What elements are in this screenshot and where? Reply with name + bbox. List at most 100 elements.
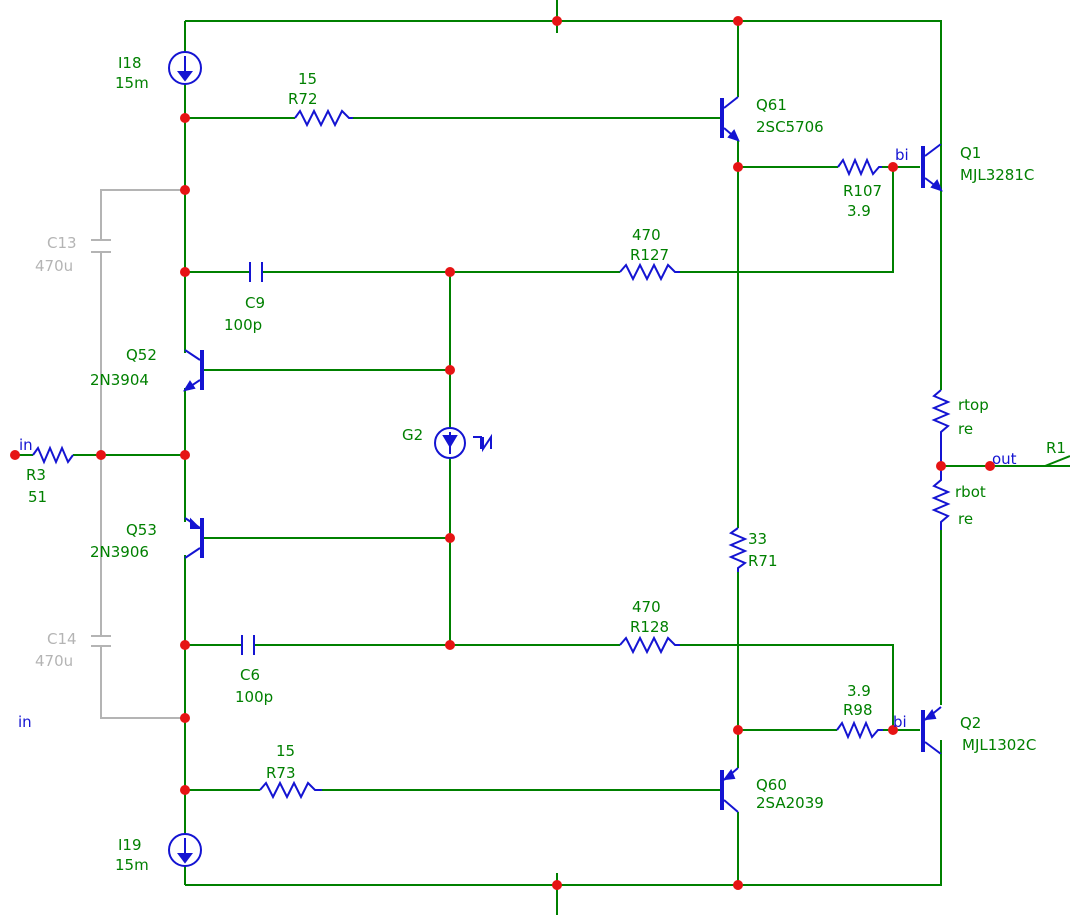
label-r128-value: 470 <box>632 598 661 616</box>
current-source-i18 <box>168 51 202 85</box>
wire-c14-branch <box>100 650 185 719</box>
label-r72-name: R72 <box>288 90 318 108</box>
label-r98-value: 3.9 <box>847 682 871 700</box>
label-r72-value: 15 <box>298 70 317 88</box>
label-net-out: out <box>992 450 1017 468</box>
label-c9-value: 100p <box>224 316 262 334</box>
resistor-rtop <box>931 389 951 466</box>
label-i18-name: I18 <box>118 54 142 72</box>
labels: I18 15m 15 R72 Q61 2SC5706 Q1 MJL3281C R… <box>18 54 1066 874</box>
label-r1-name: R1 <box>1046 439 1066 457</box>
label-i19-value: 15m <box>115 856 149 874</box>
transistor-q60 <box>720 767 739 813</box>
label-r3-name: R3 <box>26 466 46 484</box>
label-g2-name: G2 <box>402 426 423 444</box>
label-rbot-value: re <box>958 510 973 528</box>
label-rbot-name: rbot <box>955 483 986 501</box>
resistor-r128 <box>619 635 680 655</box>
label-q52-part: 2N3904 <box>90 371 149 389</box>
wires <box>15 0 1070 915</box>
label-q53-part: 2N3906 <box>90 543 149 561</box>
label-r128-name: R128 <box>630 618 669 636</box>
label-net-in-left: in <box>19 436 33 454</box>
node <box>985 461 995 471</box>
label-q53-name: Q53 <box>126 521 157 539</box>
node <box>733 725 743 735</box>
resistor-r71 <box>728 527 748 572</box>
node <box>180 640 190 650</box>
node <box>733 16 743 26</box>
node <box>445 640 455 650</box>
node <box>888 162 898 172</box>
wire-r127-right <box>680 167 894 273</box>
transistor-q53 <box>184 517 204 559</box>
wire-bottom-rail <box>185 740 942 886</box>
label-r107-value: 3.9 <box>847 202 871 220</box>
node <box>180 185 190 195</box>
label-r73-name: R73 <box>266 764 296 782</box>
label-r73-value: 15 <box>276 742 295 760</box>
node <box>445 267 455 277</box>
label-c9-name: C9 <box>245 294 265 312</box>
label-r127-name: R127 <box>630 246 669 264</box>
label-r71-value: 33 <box>748 530 767 548</box>
label-q60-name: Q60 <box>756 776 787 794</box>
junction-nodes <box>10 16 995 890</box>
label-r3-value: 51 <box>28 488 47 506</box>
transistor-q1 <box>921 21 943 192</box>
node <box>888 725 898 735</box>
label-r98-name: R98 <box>843 701 873 719</box>
label-net-bi-bottom: bi <box>893 713 907 731</box>
node <box>180 113 190 123</box>
transistor-q52 <box>182 349 204 392</box>
capacitor-c6 <box>241 635 255 655</box>
resistor-rbot <box>931 466 951 530</box>
transistor-q2 <box>921 706 942 885</box>
node <box>180 785 190 795</box>
label-q52-name: Q52 <box>126 346 157 364</box>
node <box>180 713 190 723</box>
label-q60-part: 2SA2039 <box>756 794 824 812</box>
resistor-r72 <box>294 108 353 128</box>
resistor-r98 <box>836 720 883 740</box>
label-c6-value: 100p <box>235 688 273 706</box>
resistor-r107 <box>837 157 882 177</box>
label-c6-name: C6 <box>240 666 260 684</box>
label-rtop-value: re <box>958 420 973 438</box>
label-c13-value: 470u <box>35 257 73 275</box>
label-rtop-name: rtop <box>958 396 989 414</box>
node <box>733 880 743 890</box>
wire-r1-stub <box>1044 455 1070 467</box>
label-i18-value: 15m <box>115 74 149 92</box>
node <box>552 16 562 26</box>
current-source-i19 <box>168 833 202 867</box>
label-q2-part: MJL1302C <box>962 736 1036 754</box>
wire-r128-right <box>680 644 894 730</box>
node <box>445 365 455 375</box>
label-q1-part: MJL3281C <box>960 166 1034 184</box>
capacitor-c9 <box>249 262 263 282</box>
label-c14-name: C14 <box>47 630 77 648</box>
label-r71-name: R71 <box>748 552 778 570</box>
capacitor-c13 <box>91 235 111 258</box>
label-r127-value: 470 <box>632 226 661 244</box>
resistor-r127 <box>619 262 680 282</box>
node <box>180 267 190 277</box>
label-q61-part: 2SC5706 <box>756 118 824 136</box>
node <box>10 450 20 460</box>
label-c14-value: 470u <box>35 652 73 670</box>
node <box>180 450 190 460</box>
current-source-g2 <box>434 427 492 459</box>
resistor-r3 <box>32 445 74 465</box>
node <box>445 533 455 543</box>
label-q1-name: Q1 <box>960 144 981 162</box>
node <box>552 880 562 890</box>
node <box>936 461 946 471</box>
capacitor-c14 <box>91 630 111 650</box>
label-i19-name: I19 <box>118 836 142 854</box>
transistor-q61 <box>720 96 740 142</box>
label-q2-name: Q2 <box>960 714 981 732</box>
node <box>733 162 743 172</box>
label-q61-name: Q61 <box>756 96 787 114</box>
resistor-r73 <box>259 780 322 800</box>
